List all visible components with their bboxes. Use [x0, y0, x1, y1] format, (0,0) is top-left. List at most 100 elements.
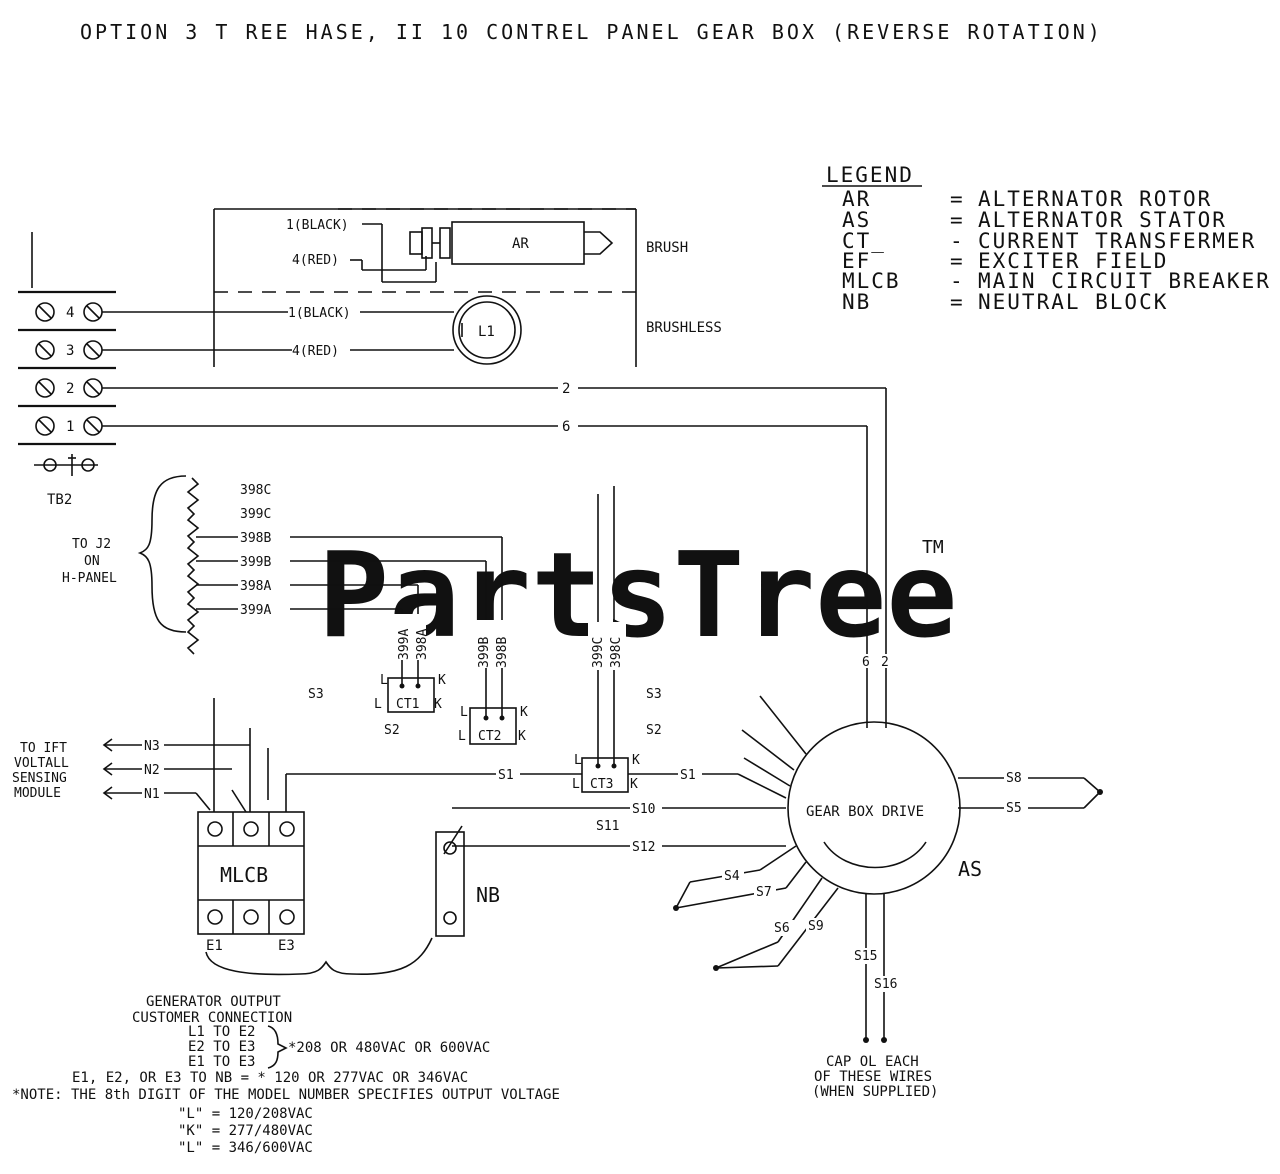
legend-row-nb: NB=NEUTRAL BLOCK — [842, 290, 1168, 314]
tb2-terminal-4: 4 — [35, 302, 103, 322]
svg-text:4: 4 — [66, 305, 74, 321]
ct1-label: CT1 — [396, 697, 419, 712]
s9-label: S9 — [808, 919, 824, 934]
wire-399c-label: 399C — [240, 507, 271, 522]
s12-label: S12 — [632, 840, 655, 855]
tb2-terminal-3: 3 — [35, 340, 103, 360]
output-note-3: L1 TO E2 — [188, 1024, 255, 1040]
s10-label: S10 — [632, 802, 655, 817]
tb2-label: TB2 — [47, 492, 72, 508]
sensing-note-1: TO IFT — [20, 741, 67, 756]
neutral-block: NB S12 S10 S11 — [435, 800, 786, 937]
cap-note-2: OF THESE WIRES — [814, 1069, 932, 1085]
wire-399b-label: 399B — [240, 555, 271, 570]
ct1-wire-398a: 398A — [415, 629, 430, 660]
ct3-label: CT3 — [590, 777, 613, 792]
legend: LEGEND AR=ALTERNATOR ROTOR AS=ALTERNATOR… — [822, 163, 1271, 314]
output-note-5: E1 TO E3 — [188, 1054, 255, 1070]
legend-row-ct: CT_-CURRENT TRANSFERMER — [842, 229, 1254, 253]
svg-text:K: K — [438, 673, 446, 688]
output-note-11: "L" = 346/600VAC — [178, 1140, 313, 1156]
alternator-stator: GEAR BOX DRIVE AS S8 S5 S4 S7 S6 — [673, 695, 1103, 1100]
svg-text:=: = — [950, 249, 965, 273]
ct3-wire-398c: 398C — [609, 637, 624, 668]
ct2-label: CT2 — [478, 729, 501, 744]
output-note-8: *NOTE: THE 8th DIGIT OF THE MODEL NUMBER… — [12, 1087, 560, 1103]
legend-row-ar: AR=ALTERNATOR ROTOR — [842, 187, 1212, 211]
brush-black-label: 1(BLACK) — [286, 218, 349, 233]
s15-label: S15 — [854, 949, 877, 964]
n1-label: N1 — [144, 787, 160, 802]
sensing-note-4: MODULE — [14, 786, 61, 801]
gear-box-drive-label: GEAR BOX DRIVE — [806, 804, 924, 820]
ar-label: AR — [512, 236, 529, 252]
svg-text:L: L — [380, 673, 388, 688]
n3-label: N3 — [144, 739, 160, 754]
tb2-terminal-2: 2 — [35, 378, 103, 398]
legend-row-as: AS=ALTERNATOR STATOR — [842, 208, 1225, 232]
wire-398a-label: 398A — [240, 579, 271, 594]
svg-text:K: K — [518, 729, 526, 744]
tb2-terminal-1: 1 — [35, 416, 103, 436]
brush-red-label: 4(RED) — [292, 253, 339, 268]
e3-label: E3 — [278, 938, 295, 954]
ct1-s3-label: S3 — [308, 687, 324, 702]
legend-row-ef: EF=EXCITER FIELD — [842, 249, 1168, 273]
as-label: AS — [958, 857, 982, 881]
sensing-note-2: VOLTALL — [14, 756, 69, 771]
svg-text:L: L — [374, 697, 382, 712]
svg-text:K: K — [630, 777, 638, 792]
exciter-field: L1 1(BLACK) 4(RED) — [288, 295, 522, 365]
svg-text:MAIN CIRCUIT BREAKER: MAIN CIRCUIT BREAKER — [978, 269, 1271, 293]
svg-text:NEUTRAL BLOCK: NEUTRAL BLOCK — [978, 290, 1168, 314]
svg-text:=: = — [950, 187, 965, 211]
ct1-wire-399a: 399A — [397, 629, 412, 660]
s1-left-label: S1 — [498, 768, 514, 783]
e1-label: E1 — [206, 938, 223, 954]
ct2-wire-398b: 398B — [495, 637, 510, 668]
current-transformer-ct1: 399A 398A L K L CT1 K S3 S2 — [308, 614, 446, 738]
svg-text:1: 1 — [66, 419, 74, 435]
ct3-s3-label: S3 — [646, 687, 662, 702]
svg-text:3: 3 — [66, 343, 74, 359]
svg-text:EXCITER FIELD: EXCITER FIELD — [978, 249, 1168, 273]
terminal-board-tb2: 4 3 2 1 TB2 — [18, 232, 892, 728]
svg-text:=: = — [950, 208, 965, 232]
svg-text:K: K — [434, 697, 442, 712]
main-circuit-breaker: MLCB E1 E3 S1 S1 — [197, 698, 787, 976]
output-note-9: "L" = 120/208VAC — [178, 1106, 313, 1122]
j2-note-2: ON — [84, 554, 100, 569]
n2-label: N2 — [144, 763, 160, 778]
svg-text:L: L — [458, 729, 466, 744]
mlcb-label: MLCB — [220, 863, 268, 887]
ct3-wire-399c: 399C — [591, 637, 606, 668]
ct1-s2-label: S2 — [384, 723, 400, 738]
legend-row-mlcb: MLCB-MAIN CIRCUIT BREAKER — [842, 269, 1271, 293]
s7-label: S7 — [756, 885, 772, 900]
svg-text:-: - — [950, 269, 965, 293]
wire-2-label: 2 — [562, 381, 570, 397]
svg-text:-: - — [950, 229, 965, 253]
svg-text:AS: AS — [842, 208, 871, 232]
j2-note-3: H-PANEL — [62, 571, 117, 586]
ct2-wire-399b: 399B — [477, 637, 492, 668]
legend-heading: LEGEND — [826, 163, 914, 187]
ct3-s2-label: S2 — [646, 723, 662, 738]
wire-398b-label: 398B — [240, 531, 271, 546]
l1-label: L1 — [478, 324, 495, 340]
output-note-1: GENERATOR OUTPUT — [146, 994, 281, 1010]
svg-text:L: L — [460, 705, 468, 720]
svg-text:ALTERNATOR ROTOR: ALTERNATOR ROTOR — [978, 187, 1212, 211]
s5-label: S5 — [1006, 801, 1022, 816]
svg-text:2: 2 — [66, 381, 74, 397]
s1-right-label: S1 — [680, 768, 696, 783]
exciter-box: BRUSH BRUSHLESS 1(BLACK) 4(RED) AR — [213, 208, 722, 367]
s4-label: S4 — [724, 869, 740, 884]
brushless-black-label: 1(BLACK) — [288, 306, 351, 321]
alternator-rotor: AR — [350, 221, 614, 283]
output-note-2: CUSTOMER CONNECTION — [132, 1010, 292, 1026]
output-note-10: "K" = 277/480VAC — [178, 1123, 313, 1139]
svg-text:L: L — [572, 777, 580, 792]
output-note-7: E1, E2, OR E3 TO NB = * 120 OR 277VAC OR… — [72, 1070, 468, 1086]
tb2-ground — [34, 454, 98, 476]
